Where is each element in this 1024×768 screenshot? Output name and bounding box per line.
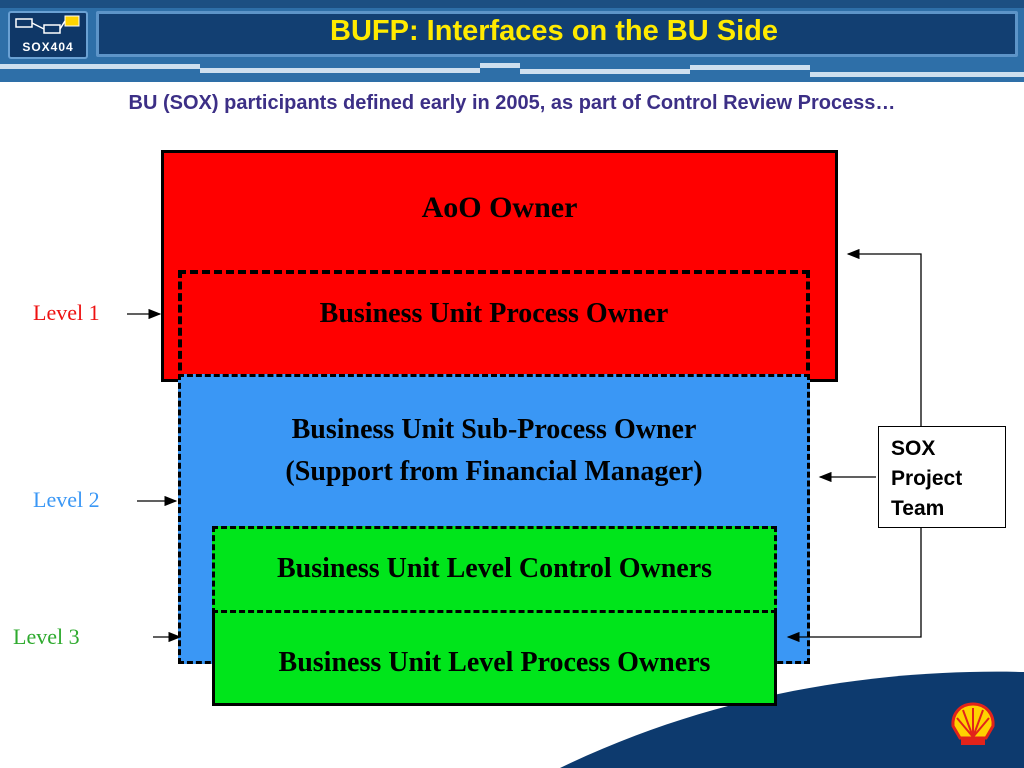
page-subtitle: BU (SOX) participants defined early in 2…	[128, 92, 896, 114]
sox-team-line3: Team	[891, 497, 945, 520]
page-title: BUFP: Interfaces on the BU Side	[330, 15, 778, 47]
sox-team-line1: SOX	[891, 437, 936, 460]
header-banner	[0, 0, 1024, 82]
banner-top-strip	[0, 0, 1024, 8]
sox-project-team-box: SOX Project Team	[878, 426, 1006, 528]
bu-level-control-owners-box: Business Unit Level Control Owners	[212, 526, 777, 614]
aoo-owner-label: AoO Owner	[421, 191, 578, 224]
bu-sub-process-owner-line1: Business Unit Sub-Process Owner	[291, 414, 697, 445]
level-1-label: Level 1	[33, 300, 100, 325]
sox404-logo-icon: SOX404	[8, 11, 88, 59]
bu-level-process-owners-label: Business Unit Level Process Owners	[278, 647, 711, 678]
bu-sub-process-owner-line2: (Support from Financial Manager)	[285, 456, 703, 487]
bu-level-control-owners-label: Business Unit Level Control Owners	[276, 553, 713, 584]
logo-text: SOX404	[22, 40, 74, 54]
bu-level-process-owners-box: Business Unit Level Process Owners	[212, 610, 777, 706]
bu-process-owner-box: Business Unit Process Owner	[178, 270, 810, 382]
bu-process-owner-label: Business Unit Process Owner	[319, 298, 669, 329]
level-3-label: Level 3	[13, 624, 80, 649]
sox-team-line2: Project	[891, 467, 963, 490]
logo-flowchart-icon	[15, 15, 80, 34]
banner-step-lines	[0, 60, 1024, 82]
level-2-label: Level 2	[33, 487, 100, 512]
title-bar	[96, 11, 1018, 57]
bu-sub-process-owner-label: Business Unit Sub-Process Owner (Support…	[181, 409, 807, 493]
shell-logo-icon	[951, 702, 995, 745]
